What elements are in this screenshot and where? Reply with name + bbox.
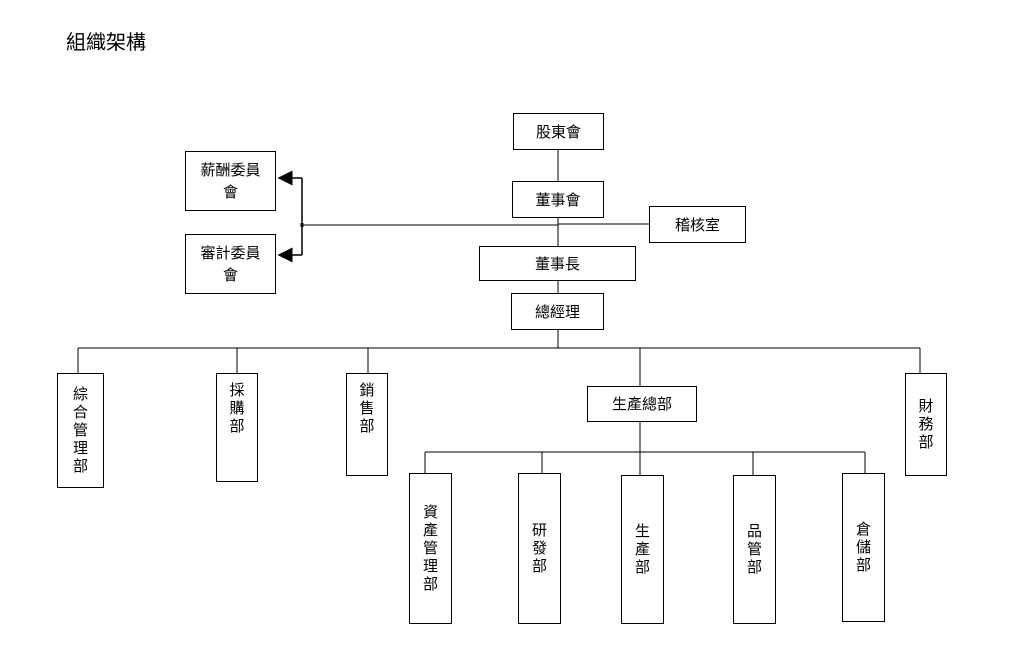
node-label: 董事長 (534, 254, 580, 273)
node-compensation-committee: 薪酬委員會 (185, 151, 276, 211)
node-admin-dept: 綜合管理部 (57, 373, 104, 488)
node-label: 生產總部 (611, 395, 672, 413)
node-label: 研發部 (530, 521, 548, 576)
node-finance-dept: 財務部 (905, 373, 947, 476)
node-label: 採購部 (227, 382, 246, 436)
node-chairman: 董事長 (479, 246, 636, 281)
node-purchasing-dept: 採購部 (216, 373, 258, 482)
node-production-dept: 生產部 (621, 475, 664, 624)
node-shareholders: 股東會 (513, 113, 604, 150)
node-audit-committee: 審計委員會 (185, 234, 276, 294)
node-audit-office: 稽核室 (649, 206, 746, 243)
node-label: 倉儲部 (854, 520, 872, 575)
node-warehouse-dept: 倉儲部 (842, 473, 885, 622)
node-label: 財務部 (916, 397, 935, 452)
node-label: 資產管理部 (421, 503, 439, 594)
node-quality-dept: 品管部 (733, 475, 776, 624)
node-production-hq: 生產總部 (587, 386, 697, 422)
node-label: 生產部 (633, 522, 651, 577)
node-sales-dept: 銷售部 (346, 373, 388, 476)
node-rd-dept: 研發部 (518, 473, 561, 624)
node-label: 稽核室 (674, 215, 720, 234)
node-label: 審計委員會 (200, 244, 261, 284)
node-label: 薪酬委員會 (200, 161, 261, 201)
node-label: 股東會 (535, 122, 581, 141)
node-label: 品管部 (745, 522, 763, 577)
node-general-manager: 總經理 (511, 293, 604, 330)
node-asset-mgmt-dept: 資產管理部 (409, 473, 452, 624)
node-board: 董事會 (512, 181, 604, 218)
node-label: 總經理 (534, 302, 580, 321)
page-title: 組織架構 (66, 30, 146, 54)
node-label: 董事會 (535, 190, 581, 209)
node-label: 銷售部 (357, 382, 376, 436)
node-label: 綜合管理部 (71, 385, 89, 476)
